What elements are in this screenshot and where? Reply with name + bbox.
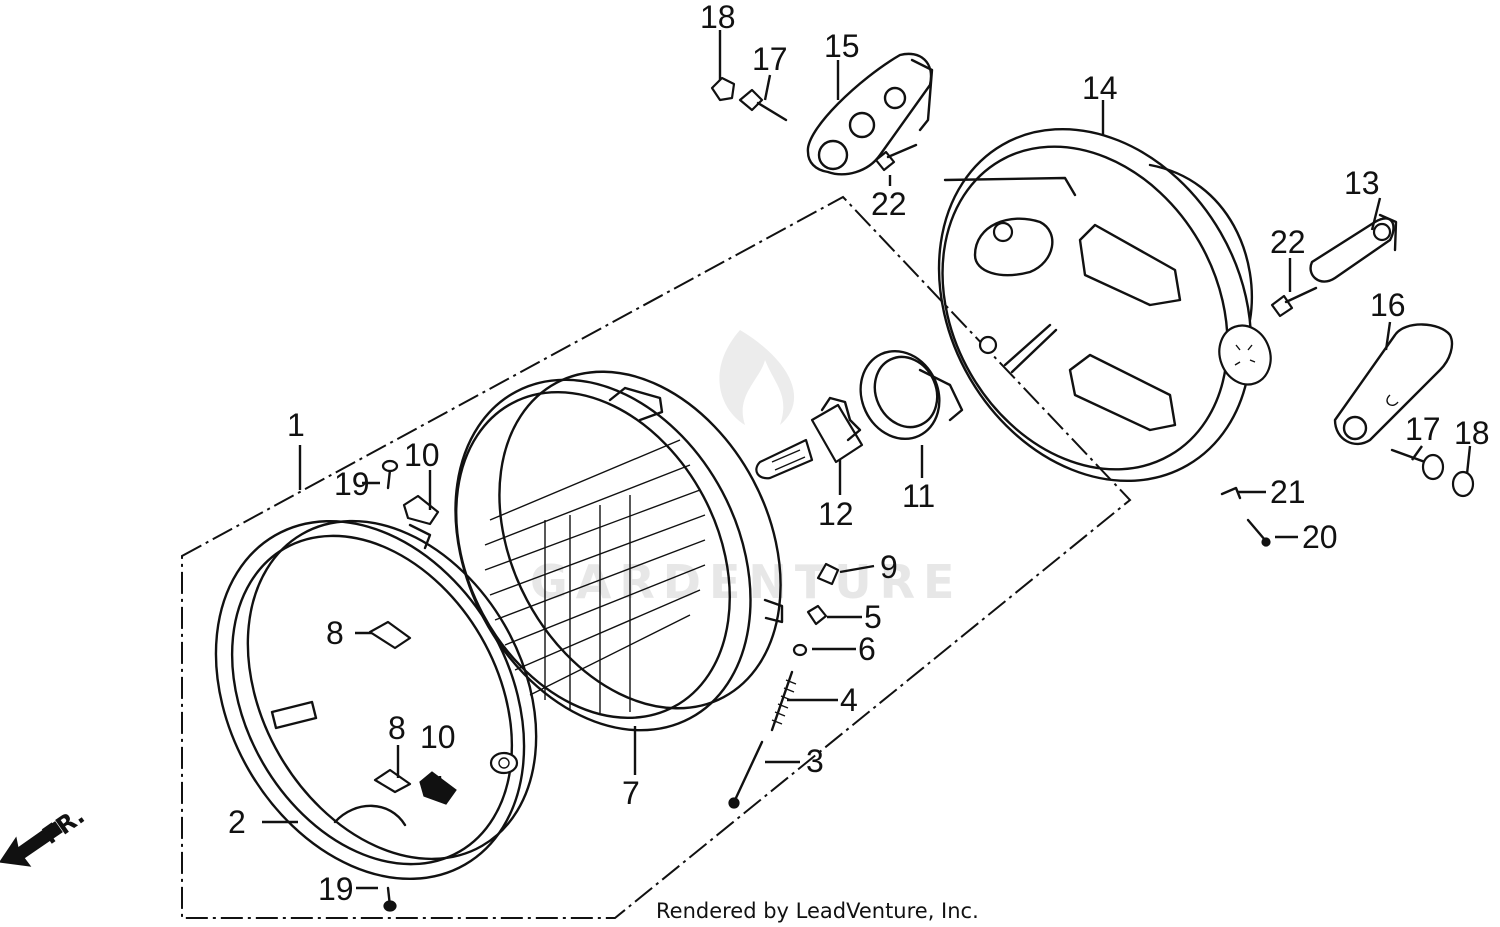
callout-10-lower: 10 bbox=[420, 719, 456, 755]
callout-19-upper: 19 bbox=[334, 466, 370, 502]
callout-20: 20 bbox=[1302, 519, 1338, 555]
watermark-text: GARDENTURE bbox=[530, 555, 962, 609]
callout-13: 13 bbox=[1344, 165, 1380, 201]
callout-18-top: 18 bbox=[700, 0, 736, 35]
callout-3: 3 bbox=[806, 743, 824, 779]
callout-17-top: 17 bbox=[752, 41, 788, 77]
callout-10-upper: 10 bbox=[404, 437, 440, 473]
callout-22-right: 22 bbox=[1270, 224, 1306, 260]
callout-14: 14 bbox=[1082, 70, 1118, 106]
callout-12: 12 bbox=[818, 496, 854, 532]
callout-15: 15 bbox=[824, 28, 860, 64]
callout-22-left: 22 bbox=[871, 186, 907, 222]
headlight-bulb bbox=[755, 396, 864, 480]
callout-17-right: 17 bbox=[1405, 411, 1441, 447]
callout-16: 16 bbox=[1370, 287, 1406, 323]
callout-1: 1 bbox=[287, 407, 305, 443]
callout-21: 21 bbox=[1270, 474, 1306, 510]
headlight-lens-unit bbox=[454, 370, 784, 732]
callout-8-upper: 8 bbox=[326, 615, 344, 651]
callout-9: 9 bbox=[880, 549, 898, 585]
callout-5: 5 bbox=[864, 599, 882, 635]
callout-7: 7 bbox=[622, 775, 640, 811]
callout-18-right: 18 bbox=[1454, 415, 1490, 451]
hardware-parts bbox=[368, 76, 1475, 912]
mounting-bracket-left bbox=[806, 52, 934, 176]
callout-2: 2 bbox=[228, 804, 246, 840]
mounting-bracket-right bbox=[1333, 323, 1454, 446]
watermark: GARDENTURE bbox=[530, 330, 962, 609]
callout-labels: 1 2 3 4 5 6 7 8 8 9 10 10 11 12 13 14 15… bbox=[228, 0, 1490, 907]
mounting-bracket-small bbox=[1309, 213, 1398, 283]
callout-19-lower: 19 bbox=[318, 871, 354, 907]
callout-11: 11 bbox=[902, 478, 935, 514]
assembly-boundary bbox=[181, 195, 1132, 919]
render-credit: Rendered by LeadVenture, Inc. bbox=[656, 899, 979, 923]
callout-8-lower: 8 bbox=[388, 710, 406, 746]
callout-6: 6 bbox=[858, 631, 876, 667]
leader-lines bbox=[262, 30, 1472, 890]
headlight-case bbox=[937, 127, 1272, 483]
callout-4: 4 bbox=[840, 682, 858, 718]
bulb-socket-cover bbox=[859, 349, 964, 441]
front-direction-arrow: FR. bbox=[0, 801, 90, 867]
